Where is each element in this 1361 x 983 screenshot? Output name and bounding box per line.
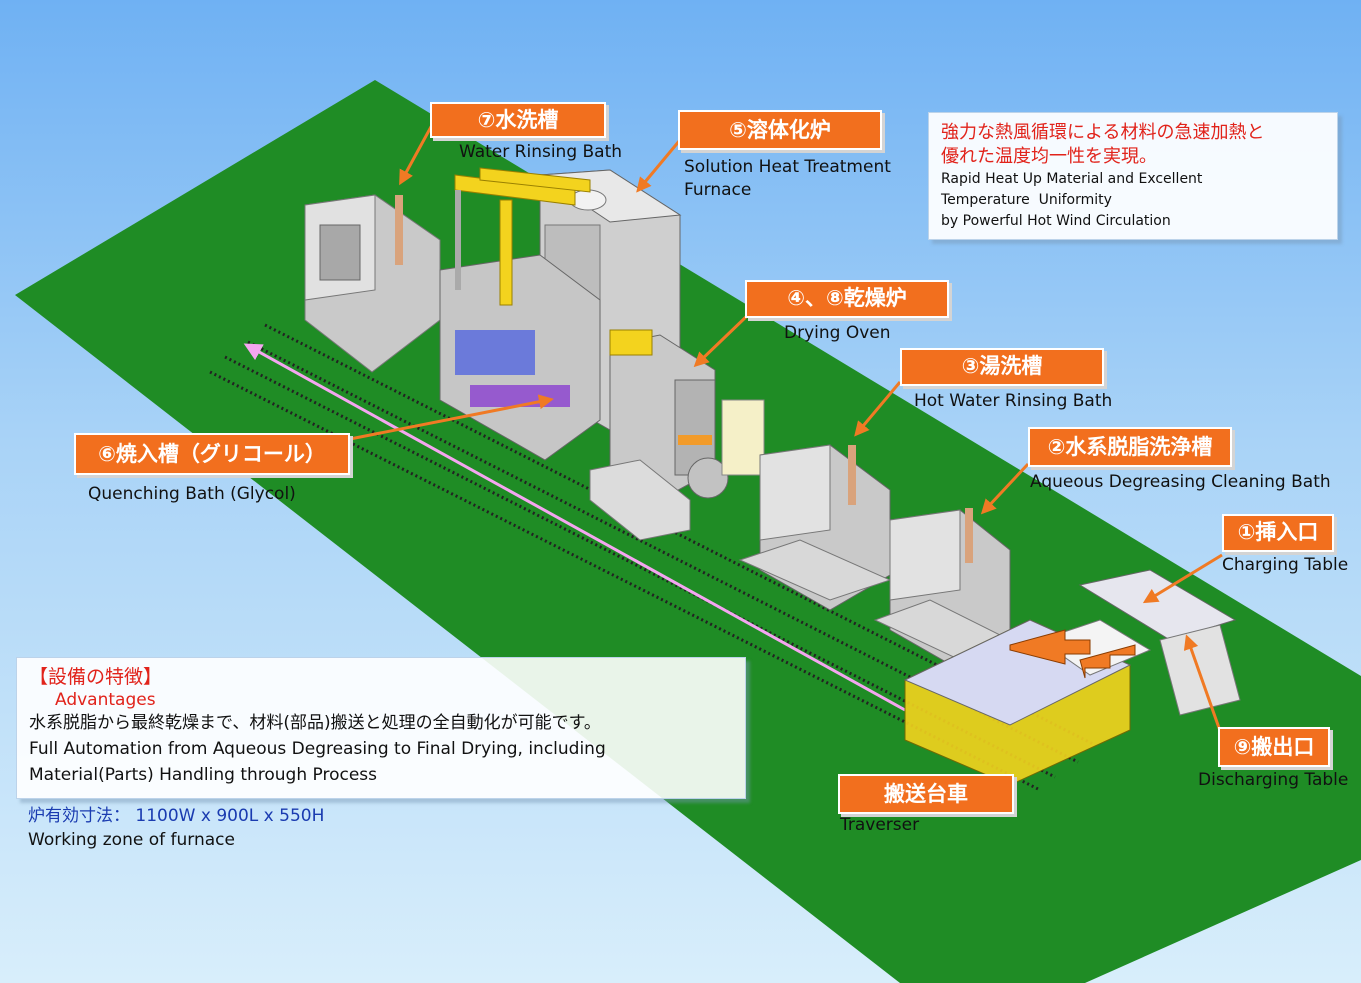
tag-charging: ①挿入口 <box>1222 514 1334 552</box>
traverser-unit <box>903 569 1241 786</box>
info-en-3: by Powerful Hot Wind Circulation <box>941 213 1171 229</box>
info-en-2: Temperature Uniformity <box>941 192 1112 208</box>
arrow-solution-furnace <box>636 139 682 193</box>
tag-aqueous: ②水系脱脂洗浄槽 <box>1028 427 1232 467</box>
working-zone-en: Working zone of furnace <box>28 830 235 850</box>
quenching-unit <box>439 254 601 461</box>
advantages-en-2: Material(Parts) Handling through Process <box>29 765 378 785</box>
working-zone-jp: 炉有効寸法： 1100W x 900L x 550H <box>28 806 325 826</box>
arrow-water-rinsing <box>399 124 434 186</box>
arrow-aqueous <box>980 462 1030 515</box>
label-traverser: Traverser <box>840 815 920 835</box>
arrow-quenching <box>344 394 554 442</box>
advantages-title-jp: 【設備の特徴】 <box>29 666 163 688</box>
label-quenching: Quenching Bath (Glycol) <box>88 484 296 504</box>
advantages-en-1: Full Automation from Aqueous Degreasing … <box>29 739 606 759</box>
tag-quenching: ⑥焼入槽（グリコール） <box>74 433 350 475</box>
label-solution-furnace-1: Solution Heat Treatment <box>684 157 891 177</box>
label-hot-water: Hot Water Rinsing Bath <box>914 391 1113 411</box>
label-charging: Charging Table <box>1222 555 1349 575</box>
label-solution-furnace-2: Furnace <box>684 180 752 200</box>
arrow-charging <box>1142 553 1223 604</box>
label-discharging: Discharging Table <box>1198 770 1349 790</box>
hot-water-unit <box>738 444 892 611</box>
tag-traverser: 搬送台車 <box>838 774 1014 814</box>
advantages-jp: 水系脱脂から最終乾燥まで、材料(部品)搬送と処理の全自動化が可能です。 <box>29 713 601 733</box>
label-water-rinsing: Water Rinsing Bath <box>459 142 623 162</box>
info-en-1: Rapid Heat Up Material and Excellent <box>941 171 1203 187</box>
advantages-title-en: Advantages <box>55 690 156 710</box>
tag-solution-furnace: ⑤溶体化炉 <box>678 110 882 150</box>
label-aqueous: Aqueous Degreasing Cleaning Bath <box>1030 472 1331 492</box>
crane-frame <box>454 167 591 306</box>
info-jp-1: 強力な熱風循環による材料の急速加熱と <box>941 122 1265 143</box>
tag-water-rinsing: ⑦水洗槽 <box>430 102 606 138</box>
arrow-drying-oven <box>693 313 750 368</box>
tag-hot-water: ③湯洗槽 <box>900 348 1104 386</box>
info-box: 強力な熱風循環による材料の急速加熱と 優れた温度均一性を実現。 Rapid He… <box>928 112 1338 240</box>
tag-drying-oven: ④、⑧乾燥炉 <box>745 280 949 318</box>
tag-discharging: ⑨搬出口 <box>1218 727 1330 767</box>
drying-oven-unit <box>589 329 765 541</box>
advantages-box: 【設備の特徴】 Advantages 水系脱脂から最終乾燥まで、材料(部品)搬送… <box>16 657 746 799</box>
arrow-hot-water <box>854 381 902 437</box>
label-drying-oven: Drying Oven <box>784 323 891 343</box>
water-rinsing-unit <box>304 194 441 373</box>
traverse-path-arrow <box>243 343 906 712</box>
info-jp-2: 優れた温度均一性を実現。 <box>941 146 1157 167</box>
aqueous-unit <box>873 508 1012 671</box>
